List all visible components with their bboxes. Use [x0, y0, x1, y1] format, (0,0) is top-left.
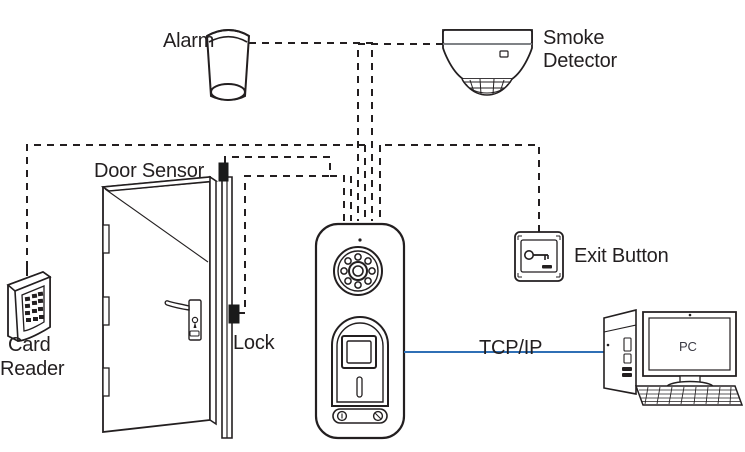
smoke-detector-label-line2: Detector — [543, 50, 617, 72]
door-assembly — [100, 175, 233, 439]
wire-bundle — [26, 42, 540, 314]
pc-screen-label: PC — [679, 339, 697, 354]
lock-label: Lock — [233, 332, 275, 354]
fingerprint-module — [331, 316, 389, 407]
access-terminal-device — [314, 222, 406, 440]
wire-door-sensor-top — [224, 156, 331, 176]
wire-smoke-detector — [357, 43, 443, 221]
alarm-label: Alarm — [163, 30, 215, 52]
card-reader-label-line2: Reader — [0, 358, 65, 380]
pc-device — [603, 308, 744, 406]
terminal-bottom-controls — [332, 408, 388, 424]
wire-door-sensor-drop — [330, 175, 345, 221]
tcpip-label: TCP/IP — [479, 337, 543, 359]
door-sensor-device — [218, 162, 229, 182]
wire-card-reader-run — [26, 144, 365, 268]
alarm-device — [205, 29, 251, 101]
door-sensor-label: Door Sensor — [94, 160, 205, 182]
exit-button-label: Exit Button — [574, 245, 669, 267]
smoke-detector-device — [442, 29, 533, 96]
lock-device — [228, 304, 240, 324]
card-reader-device — [6, 268, 52, 342]
wire-exit-button — [380, 144, 540, 232]
camera-module — [333, 246, 383, 296]
card-reader-label-line1: Card — [8, 334, 51, 356]
exit-button-device — [514, 231, 564, 282]
wire-lock — [238, 175, 330, 314]
smoke-detector-label-line1: Smoke — [543, 27, 605, 49]
